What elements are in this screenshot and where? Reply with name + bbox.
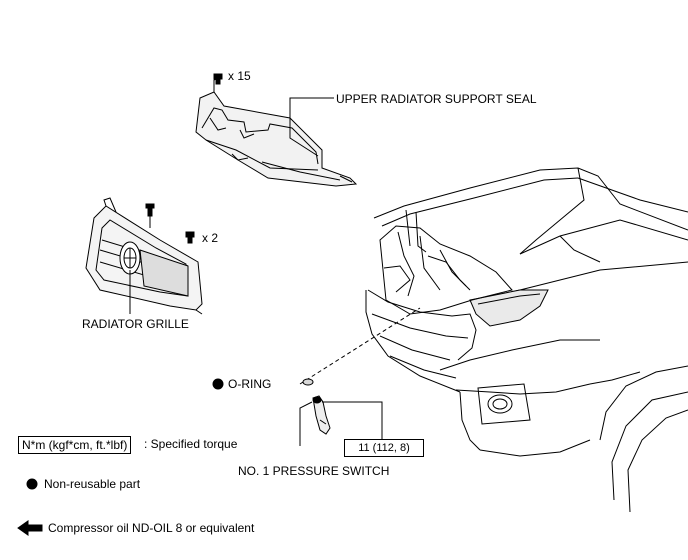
seal-qty-label: x 15 xyxy=(228,69,251,83)
o-ring-label: O-RING xyxy=(228,377,272,391)
torque-legend-desc: : Specified torque xyxy=(144,437,238,451)
pressure-switch-part xyxy=(312,395,331,435)
connection-dashed-line xyxy=(299,307,421,385)
torque-value-box: 11 (112, 8) xyxy=(344,439,424,457)
seal-leader xyxy=(289,97,334,120)
o-ring-part xyxy=(302,378,314,386)
switch-leader xyxy=(299,401,313,446)
upper-radiator-support-seal xyxy=(195,77,358,187)
bolt-icon-grille xyxy=(145,203,155,228)
torque-leader xyxy=(322,401,383,440)
vehicle-front xyxy=(365,167,688,513)
grille-qty-label: x 2 xyxy=(202,231,219,245)
nonreusable-legend: Non-reusable part xyxy=(44,477,141,491)
nonreusable-bullet-icon xyxy=(212,378,224,390)
oil-legend: Compressor oil ND-OIL 8 or equivalent xyxy=(48,521,255,535)
upper-seal-label: UPPER RADIATOR SUPPORT SEAL xyxy=(336,92,537,106)
clip-icon-seal xyxy=(213,73,223,85)
oil-arrow-icon xyxy=(17,520,43,536)
radiator-grille-label: RADIATOR GRILLE xyxy=(82,317,189,331)
clip-icon-grille xyxy=(185,231,195,244)
pressure-switch-label: NO. 1 PRESSURE SWITCH xyxy=(238,464,390,478)
torque-legend-box: N*m (kgf*cm, ft.*lbf) xyxy=(18,436,132,454)
legend-bullet-icon xyxy=(26,478,38,490)
radiator-grille xyxy=(85,197,203,315)
